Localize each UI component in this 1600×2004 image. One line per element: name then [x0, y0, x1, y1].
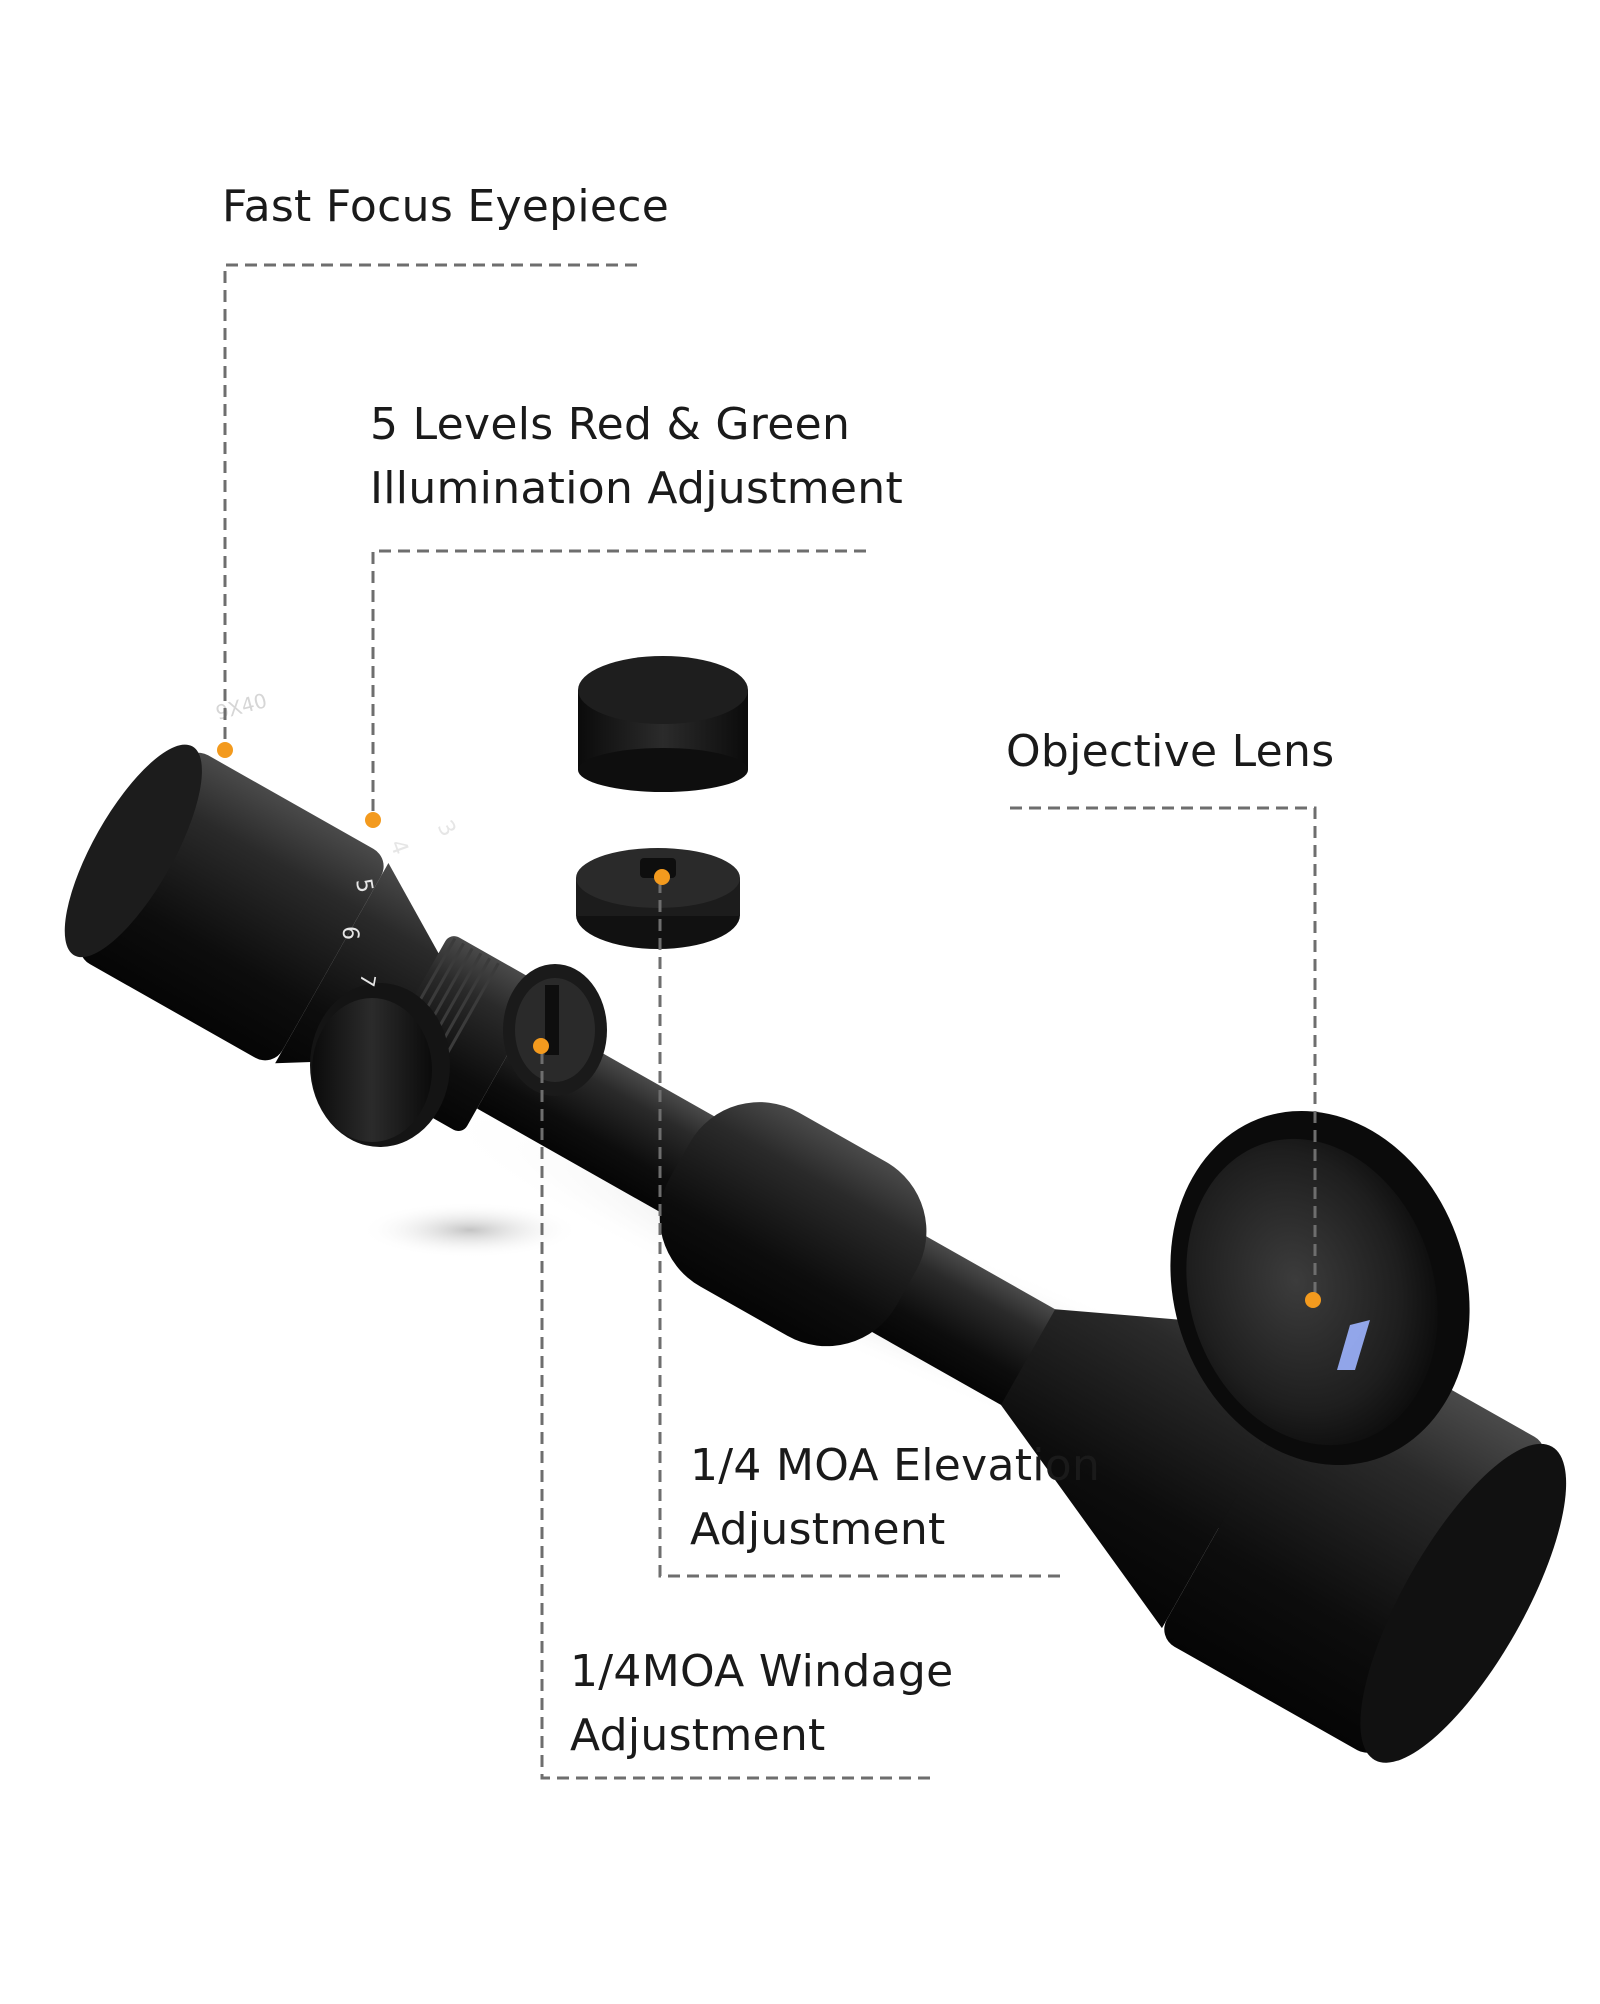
marker-illumination [365, 812, 381, 828]
objective-rim [1360, 1443, 1567, 1763]
dial-number-5: 5 [350, 877, 377, 895]
callout-illumination: 5 Levels Red & Green Illumination Adjust… [370, 393, 903, 521]
model-marking: 9X40 [213, 688, 269, 725]
windage-turret [503, 964, 607, 1096]
leader-eyepiece [223, 263, 637, 748]
scope-body [64, 744, 1567, 1763]
callout-objective-line1: Objective Lens [1006, 726, 1335, 777]
elevation-turret [576, 848, 740, 949]
callout-windage-line1: 1/4MOA Windage [570, 1646, 954, 1697]
marker-windage [533, 1038, 549, 1054]
lens-reflection [1337, 1320, 1370, 1370]
callout-windage: 1/4MOA Windage Adjustment [570, 1640, 953, 1768]
turret-saddle [659, 1102, 927, 1347]
objective-housing [1164, 1330, 1545, 1753]
eyepiece-cap-icon [310, 983, 450, 1147]
cap-shadow [360, 1202, 580, 1258]
dial-number-7: 7 [355, 972, 381, 989]
leader-lines [223, 263, 1317, 1780]
callout-eyepiece: Fast Focus Eyepiece [222, 175, 669, 239]
leader-elevation [658, 878, 1060, 1578]
callout-elevation-line2: Adjustment [690, 1504, 946, 1555]
callout-illumination-line1: 5 Levels Red & Green [370, 399, 851, 450]
dial-number-3: 3 [432, 817, 461, 842]
turret-cap-icon [578, 656, 748, 792]
callout-objective: Objective Lens [1006, 720, 1334, 784]
callout-illumination-line2: Illumination Adjustment [370, 463, 904, 514]
leader-illumination [371, 549, 866, 820]
callout-windage-line2: Adjustment [570, 1710, 826, 1761]
callout-markers [217, 742, 1321, 1308]
objective-lens [1186, 1138, 1438, 1446]
callout-elevation-line1: 1/4 MOA Elevation [690, 1440, 1101, 1491]
marker-objective [1305, 1292, 1321, 1308]
dial-number-6: 6 [337, 926, 362, 940]
callout-eyepiece-line1: Fast Focus Eyepiece [222, 181, 670, 232]
dial-number-4: 4 [384, 837, 412, 859]
leader-objective [1010, 806, 1317, 1298]
eyepiece-end [64, 744, 202, 958]
leader-windage [540, 1046, 930, 1780]
marker-elevation [654, 869, 670, 885]
callout-elevation: 1/4 MOA Elevation Adjustment [690, 1434, 1100, 1562]
marker-eyepiece [217, 742, 233, 758]
